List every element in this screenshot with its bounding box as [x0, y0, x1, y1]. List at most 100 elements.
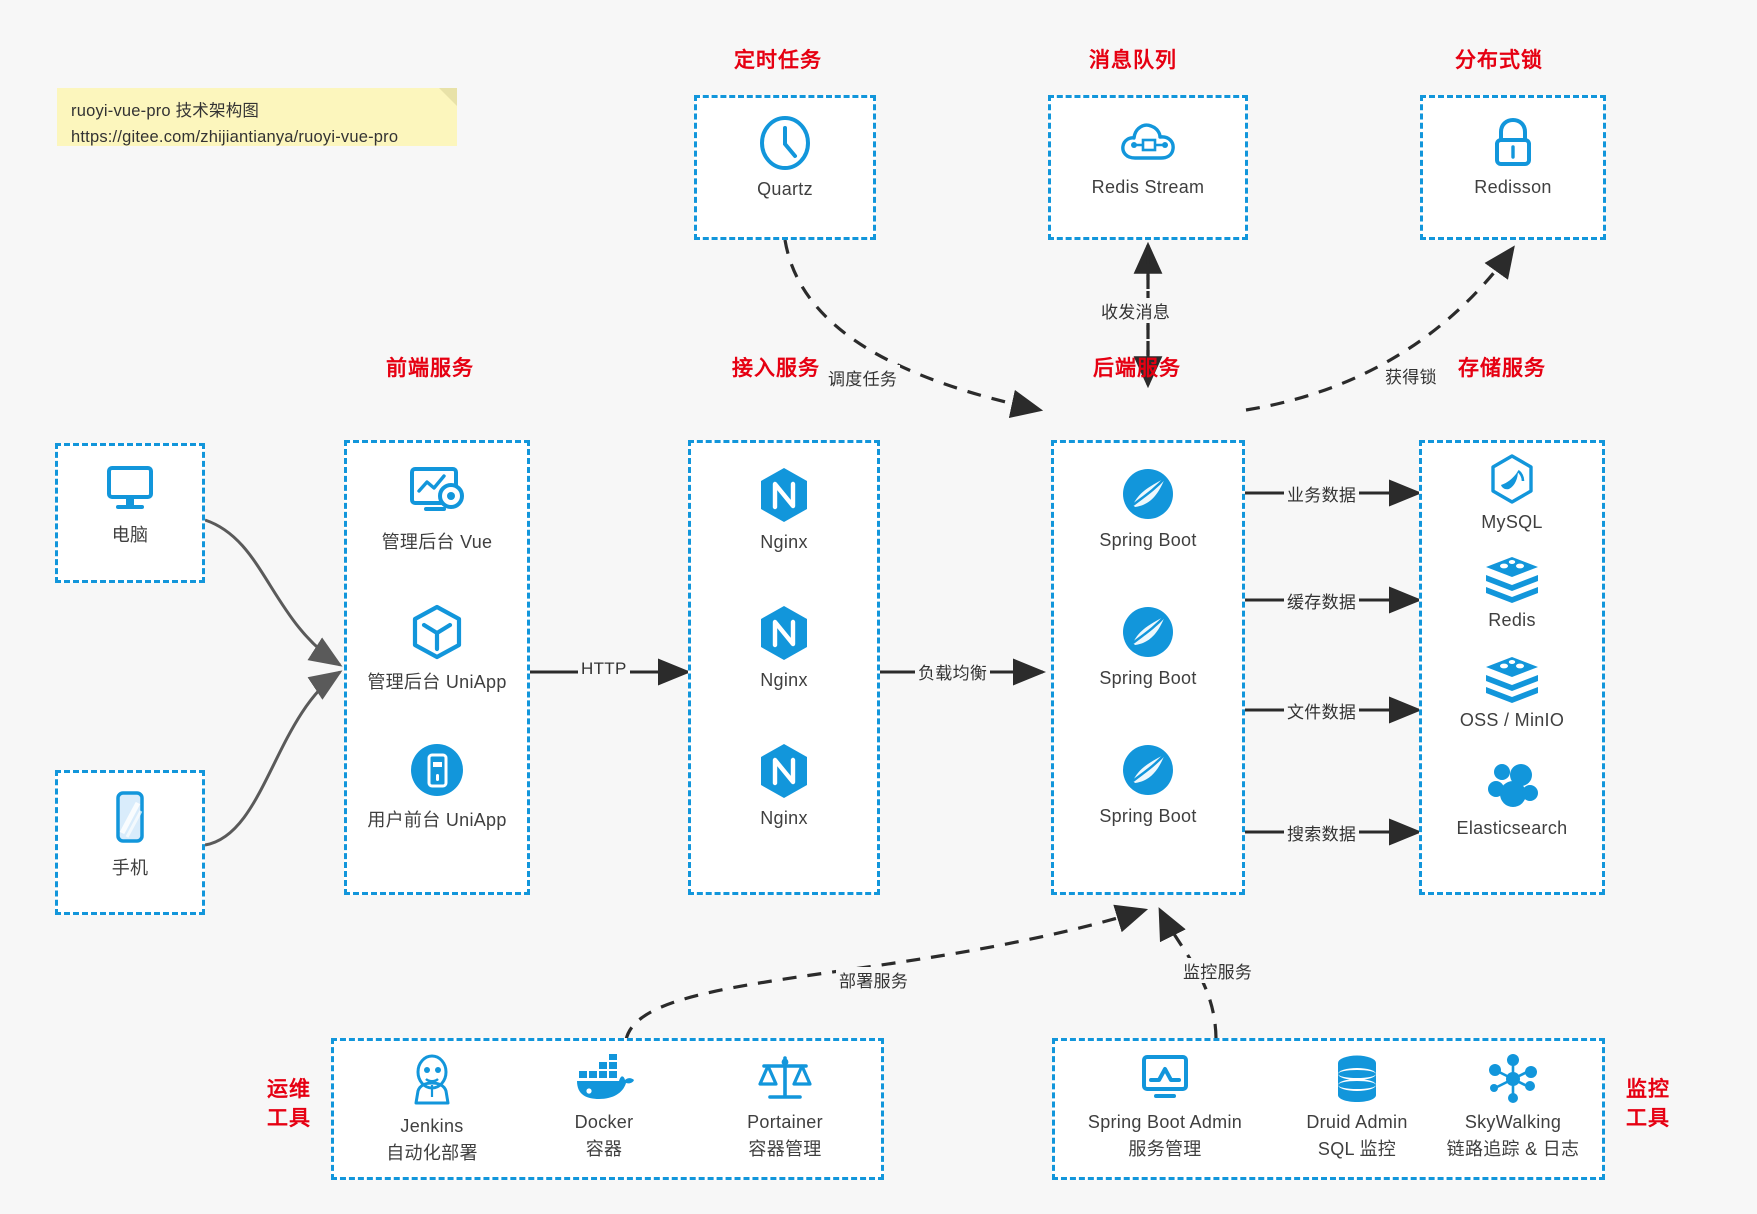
group-box-gateway: Nginx Nginx Nginx	[688, 440, 880, 895]
node-label: 用户前台 UniApp	[367, 810, 507, 830]
nginx-icon	[756, 603, 812, 663]
node-spring-boot-1[interactable]: Spring Boot	[1054, 465, 1242, 551]
mysql-icon	[1487, 453, 1537, 505]
note-title: ruoyi-vue-pro 技术架构图	[71, 102, 260, 120]
group-box-devops: Jenkins 自动化部署 Docker 容器	[331, 1038, 884, 1180]
edge-label-load-balance: 负载均衡	[915, 659, 991, 684]
node-label: MySQL	[1481, 512, 1543, 532]
lock-icon	[1485, 114, 1541, 170]
group-title-storage: 存储服务	[1458, 357, 1546, 380]
database-icon	[1332, 1053, 1382, 1105]
group-box-client-mobile: 手机	[55, 770, 205, 915]
node-label: SkyWalking	[1464, 1112, 1562, 1132]
group-title-monitoring: 监控 工具	[1617, 1075, 1679, 1133]
spring-boot-icon	[1119, 603, 1177, 661]
cube-icon	[409, 603, 465, 661]
spring-boot-icon	[1119, 465, 1177, 523]
group-title-devops-line2: 工具	[267, 1107, 311, 1130]
group-box-distributed-lock: Redisson	[1420, 95, 1606, 240]
spring-boot-icon	[1119, 741, 1177, 799]
node-redis-stream[interactable]: Redis Stream	[1051, 114, 1245, 198]
edge-label-cache-data: 缓存数据	[1284, 588, 1360, 613]
dashboard-gear-icon	[406, 465, 468, 521]
edge-label-send-receive-message: 收发消息	[1098, 298, 1174, 323]
node-sublabel: 链路追踪 & 日志	[1446, 1139, 1580, 1159]
group-title-devops: 运维 工具	[258, 1075, 320, 1133]
node-user-uniapp[interactable]: 用户前台 UniApp	[347, 741, 527, 832]
nginx-icon	[756, 741, 812, 801]
node-label: Redis Stream	[1091, 177, 1205, 197]
desktop-icon	[101, 462, 159, 514]
nginx-icon	[756, 465, 812, 525]
node-redis[interactable]: Redis	[1422, 555, 1602, 631]
node-jenkins[interactable]: Jenkins 自动化部署	[352, 1053, 512, 1165]
node-label: 管理后台 UniApp	[367, 672, 507, 692]
node-mysql[interactable]: MySQL	[1422, 453, 1602, 533]
note-fold-icon	[439, 88, 457, 106]
node-sublabel: SQL 监控	[1317, 1139, 1397, 1159]
group-box-frontend: 管理后台 Vue 管理后台 UniApp 用户前台 UniApp	[344, 440, 530, 895]
diagram-note: ruoyi-vue-pro 技术架构图 https://gitee.com/zh…	[57, 88, 457, 146]
node-nginx-1[interactable]: Nginx	[691, 465, 877, 553]
node-elasticsearch[interactable]: Elasticsearch	[1422, 761, 1602, 839]
redis-icon	[1484, 555, 1540, 603]
group-box-scheduled-task: Quartz	[694, 95, 876, 240]
node-portainer[interactable]: Portainer 容器管理	[700, 1053, 870, 1161]
node-redisson[interactable]: Redisson	[1423, 114, 1603, 198]
edge-label-monitor-service: 监控服务	[1180, 958, 1256, 983]
jenkins-icon	[404, 1053, 460, 1109]
node-label: Quartz	[757, 179, 813, 199]
group-title-devops-line1: 运维	[267, 1078, 311, 1101]
app-circle-icon	[408, 741, 466, 799]
node-label: Redis	[1488, 610, 1536, 630]
group-box-backend: Spring Boot Spring Boot Spring Boot	[1051, 440, 1245, 895]
group-box-storage: MySQL Redis	[1419, 440, 1605, 895]
cloud-stream-icon	[1119, 114, 1177, 170]
node-label: Nginx	[760, 532, 808, 552]
group-box-client-desktop: 电脑	[55, 443, 205, 583]
node-sublabel: 容器管理	[748, 1139, 822, 1159]
edge-label-schedule-task: 调度任务	[825, 365, 901, 390]
node-admin-vue[interactable]: 管理后台 Vue	[347, 465, 527, 554]
node-druid-admin[interactable]: Druid Admin SQL 监控	[1277, 1053, 1437, 1161]
node-nginx-3[interactable]: Nginx	[691, 741, 877, 829]
node-quartz[interactable]: Quartz	[697, 114, 873, 200]
node-spring-boot-3[interactable]: Spring Boot	[1054, 741, 1242, 827]
node-label: Redisson	[1474, 177, 1552, 197]
edge-label-deploy-service: 部署服务	[836, 967, 912, 992]
node-label: OSS / MinIO	[1459, 710, 1565, 730]
elasticsearch-icon	[1485, 761, 1539, 811]
node-label: 管理后台 Vue	[381, 532, 493, 552]
oss-icon	[1484, 655, 1540, 703]
node-label: 手机	[111, 858, 149, 878]
node-oss-minio[interactable]: OSS / MinIO	[1422, 655, 1602, 731]
mobile-icon	[108, 789, 152, 847]
group-title-monitoring-line2: 工具	[1626, 1107, 1670, 1130]
node-skywalking[interactable]: SkyWalking 链路追踪 & 日志	[1423, 1053, 1603, 1161]
clock-icon	[756, 114, 814, 172]
node-label: Portainer	[747, 1112, 823, 1132]
group-title-distributed-lock: 分布式锁	[1455, 49, 1543, 72]
node-spring-boot-2[interactable]: Spring Boot	[1054, 603, 1242, 689]
edge-label-acquire-lock: 获得锁	[1382, 363, 1440, 388]
group-title-backend: 后端服务	[1093, 357, 1181, 380]
group-title-scheduled-task: 定时任务	[734, 49, 822, 72]
node-label: Elasticsearch	[1456, 818, 1568, 838]
node-spring-boot-admin[interactable]: Spring Boot Admin 服务管理	[1067, 1053, 1263, 1161]
node-label: Nginx	[760, 808, 808, 828]
group-title-gateway: 接入服务	[732, 357, 820, 380]
group-title-frontend: 前端服务	[386, 357, 474, 380]
edge-label-business-data: 业务数据	[1284, 481, 1360, 506]
node-label: Jenkins	[400, 1116, 464, 1136]
node-nginx-2[interactable]: Nginx	[691, 603, 877, 691]
scales-icon	[756, 1053, 814, 1105]
node-sublabel: 容器	[585, 1139, 623, 1159]
node-admin-uniapp[interactable]: 管理后台 UniApp	[347, 603, 527, 694]
group-box-monitoring: Spring Boot Admin 服务管理 Druid Admin SQL 监…	[1052, 1038, 1605, 1180]
edge-label-search-data: 搜索数据	[1284, 820, 1360, 845]
node-docker[interactable]: Docker 容器	[524, 1053, 684, 1161]
node-mobile[interactable]: 手机	[58, 789, 202, 880]
node-label: Spring Boot Admin	[1087, 1112, 1243, 1132]
node-desktop[interactable]: 电脑	[58, 462, 202, 547]
